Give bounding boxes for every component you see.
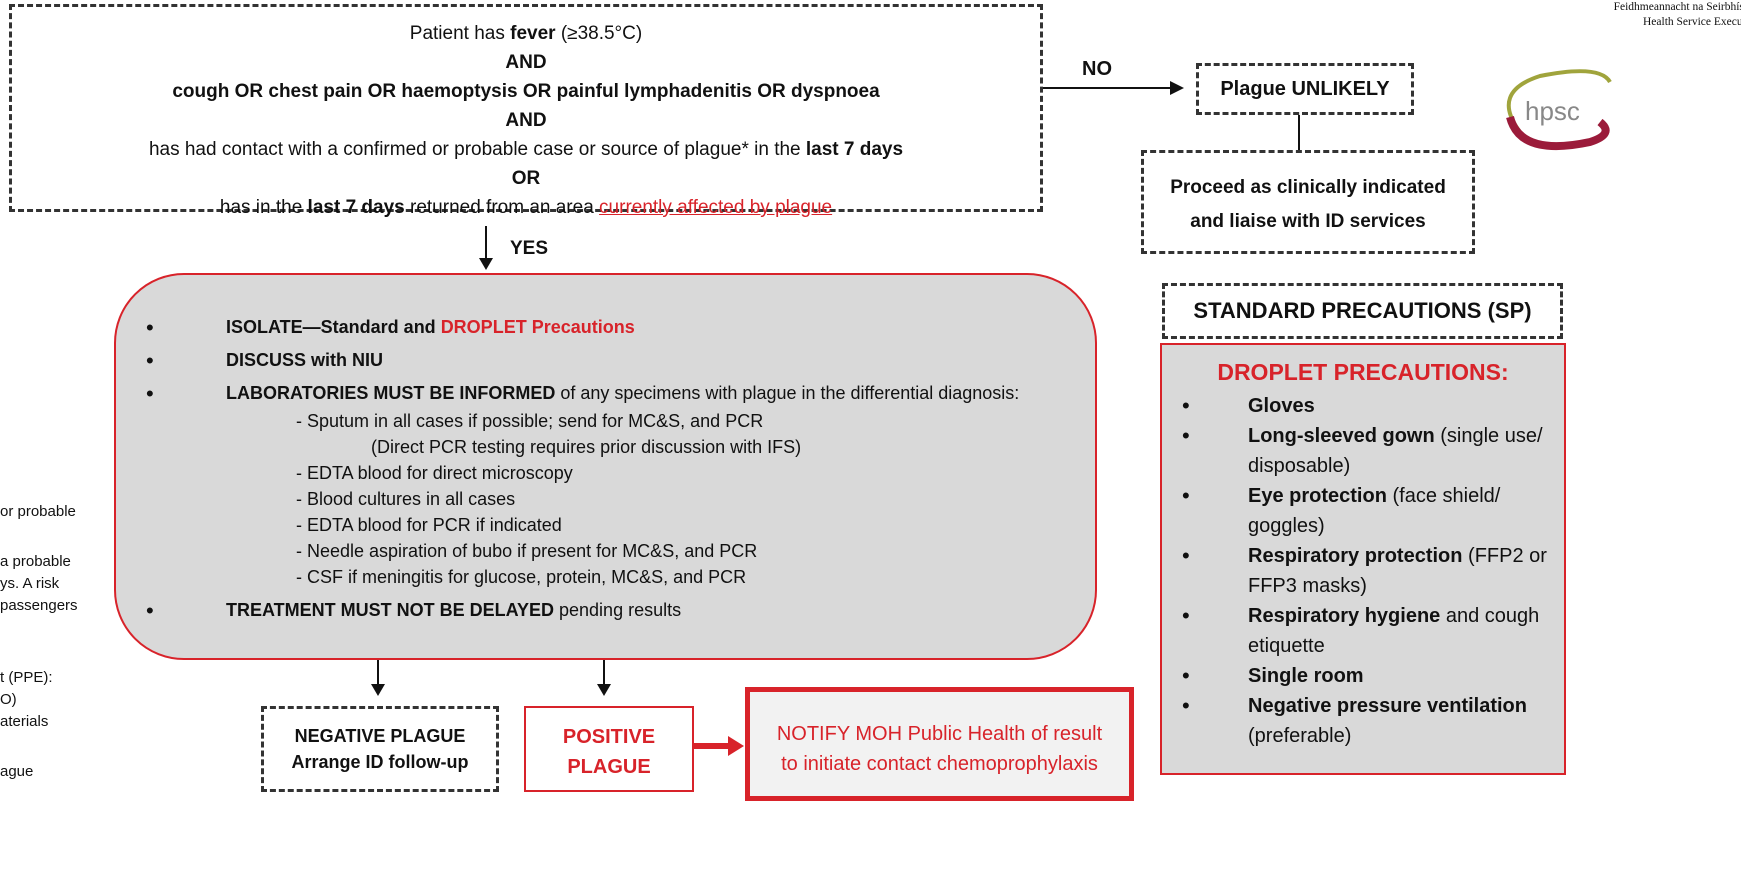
no-label: NO (1082, 58, 1112, 80)
criteria-or: OR (511, 168, 541, 189)
action-discuss: DISCUSS with NIU (116, 346, 1095, 375)
left-fragment: passengers (0, 597, 78, 614)
action-isolate: ISOLATE—Standard and DROPLET Precautions (116, 313, 1095, 342)
standard-precautions-box: STANDARD PRECAUTIONS (SP) (1162, 283, 1563, 339)
actions-list: ISOLATE—Standard and DROPLET Precautions… (116, 313, 1095, 408)
left-fragment: O) (0, 691, 17, 708)
droplet-list: Gloves Long-sleeved gown (single use/ di… (1162, 391, 1564, 751)
left-fragment: ague (0, 763, 34, 780)
positive-arrowhead (597, 684, 611, 696)
left-fragment: or probable (0, 503, 76, 520)
left-fragment: aterials (0, 713, 49, 730)
hpsc-logo: hpsc (1506, 69, 1612, 151)
droplet-item-gloves: Gloves (1162, 391, 1564, 421)
criteria-and-2: AND (505, 110, 547, 131)
criteria-symptoms: cough OR chest pain OR haemoptysis OR pa… (172, 81, 880, 102)
criteria-and-1: AND (505, 52, 547, 73)
specimen-item: - Sputum in all cases if possible; send … (296, 411, 764, 431)
droplet-item-single-room: Single room (1162, 661, 1564, 691)
positive-plague-box: POSITIVE PLAGUE (524, 706, 694, 792)
droplet-item-ventilation: Negative pressure ventilation (preferabl… (1162, 691, 1564, 751)
affected-areas-link[interactable]: currently affected by plague (599, 197, 833, 218)
notify-arrow-line (694, 743, 730, 749)
action-labs: LABORATORIES MUST BE INFORMED of any spe… (116, 379, 1095, 408)
no-arrowhead (1170, 81, 1184, 95)
criteria-box: Patient has fever (≥38.5°C) AND cough OR… (9, 4, 1043, 218)
notify-moh-box: NOTIFY MOH Public Health of result to in… (745, 687, 1134, 801)
hse-text-logo: Feidhmeannacht na Seirbhíse Health Servi… (1613, 1, 1741, 28)
droplet-item-gown: Long-sleeved gown (single use/ disposabl… (1162, 421, 1564, 481)
droplet-item-respiratory: Respiratory protection (FFP2 or FFP3 mas… (1162, 541, 1564, 601)
action-treatment: TREATMENT MUST NOT BE DELAYED pending re… (116, 596, 1095, 625)
left-fragment: ys. A risk (0, 575, 60, 592)
specimen-item: - Needle aspiration of bubo if present f… (296, 541, 758, 561)
droplet-precautions-box: DROPLET PRECAUTIONS: Gloves Long-sleeved… (1160, 343, 1566, 775)
actions-box: ISOLATE—Standard and DROPLET Precautions… (114, 273, 1097, 660)
unlikely-connector (1298, 115, 1300, 150)
criteria-fever-line: Patient has fever (≥38.5°C) (409, 23, 643, 44)
droplet-item-eye: Eye protection (face shield/ goggles) (1162, 481, 1564, 541)
left-fragment: a probable (0, 553, 71, 570)
droplet-item-hygiene: Respiratory hygiene and cough etiquette (1162, 601, 1564, 661)
positive-arrow-line (603, 660, 605, 686)
proceed-box: Proceed as clinically indicated and liai… (1141, 150, 1475, 254)
left-fragment: t (PPE): (0, 669, 53, 686)
criteria-travel-line: has in the last 7 days returned from an … (219, 197, 833, 218)
specimen-item: - EDTA blood for direct microscopy (296, 463, 573, 483)
yes-arrowhead (479, 258, 493, 270)
specimen-item: - EDTA blood for PCR if indicated (296, 515, 562, 535)
droplet-precautions-title: DROPLET PRECAUTIONS: (1217, 359, 1509, 385)
specimen-item: - Blood cultures in all cases (296, 489, 516, 509)
no-arrow-line (1043, 87, 1171, 89)
yes-label: YES (510, 238, 549, 259)
specimen-note: (Direct PCR testing requires prior discu… (371, 437, 802, 457)
notify-arrowhead (728, 736, 744, 756)
criteria-contact-line: has had contact with a confirmed or prob… (148, 139, 904, 160)
specimen-item: - CSF if meningitis for glucose, protein… (296, 567, 747, 587)
negative-arrow-line (377, 660, 379, 686)
hpsc-brand-text: hpsc (1525, 96, 1580, 126)
yes-arrow-line (485, 226, 487, 260)
negative-plague-box: NEGATIVE PLAGUE Arrange ID follow-up (261, 706, 499, 792)
negative-arrowhead (371, 684, 385, 696)
plague-unlikely-box: Plague UNLIKELY (1196, 63, 1414, 115)
